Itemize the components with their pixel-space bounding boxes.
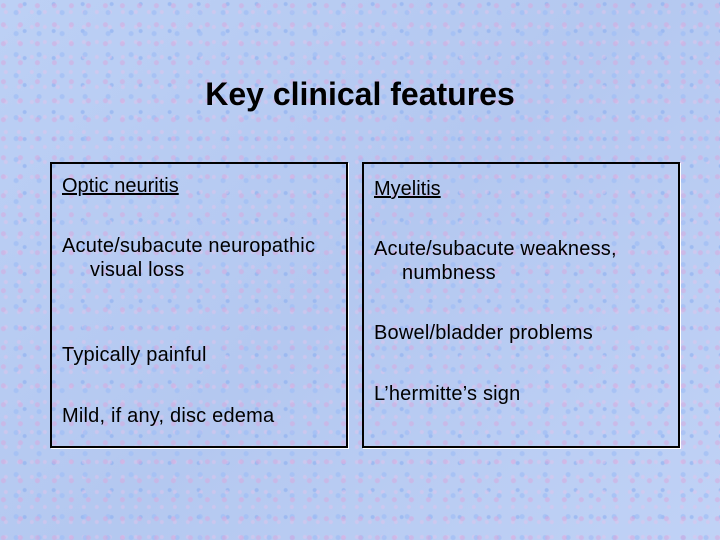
optic-neuritis-item-disc-edema: Mild, if any, disc edema: [62, 405, 275, 427]
myelitis-item-lhermitte: L’hermitte’s sign: [374, 383, 521, 405]
myelitis-heading: Myelitis: [374, 178, 441, 200]
myelitis-item-onset: Acute/subacute weakness, numbness: [374, 238, 617, 284]
myelitis-panel: Myelitis Acute/subacute weakness, numbne…: [362, 162, 680, 448]
myelitis-item-bowel-bladder: Bowel/bladder problems: [374, 322, 593, 344]
slide-title: Key clinical features: [205, 76, 515, 112]
optic-neuritis-heading: Optic neuritis: [62, 175, 179, 197]
optic-neuritis-item-onset: Acute/subacute neuropathic visual loss: [62, 235, 316, 281]
optic-neuritis-panel: Optic neuritis Acute/subacute neuropathi…: [50, 162, 348, 448]
optic-neuritis-item-pain: Typically painful: [62, 344, 207, 366]
